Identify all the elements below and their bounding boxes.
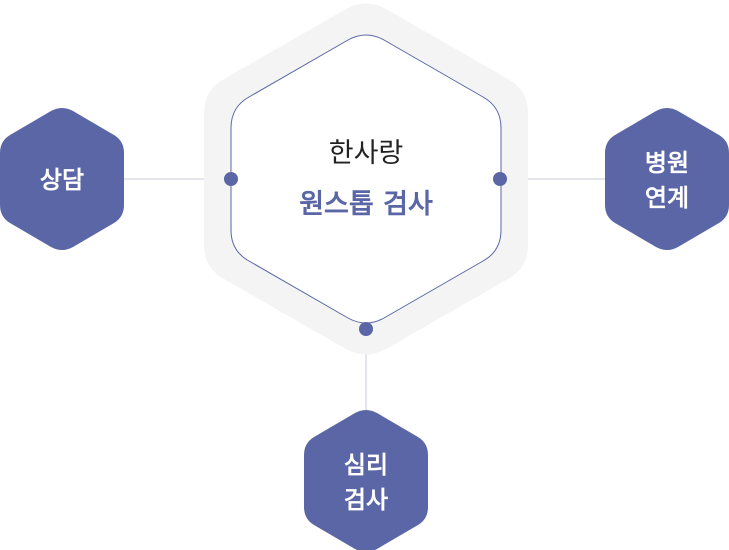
node-label-bottom-line1: 심리 <box>344 451 388 479</box>
node-label-right-line1: 병원 <box>645 149 689 177</box>
center-hexagon <box>230 34 502 324</box>
connector-dot-left <box>224 172 238 186</box>
node-hexagon-bottom <box>304 410 428 550</box>
node-label-right-line2: 연계 <box>645 184 689 212</box>
connector-dot-bottom <box>359 322 373 336</box>
center-title-line2: 원스톱 검사 <box>299 189 433 220</box>
node-hexagon-right <box>605 108 729 250</box>
node-label-bottom-line2: 검사 <box>344 486 388 514</box>
node-hexagon-left <box>0 108 124 250</box>
node-label-left: 상담 <box>40 166 84 194</box>
center-title-line1: 한사랑 <box>329 138 404 169</box>
connector-dot-right <box>493 172 507 186</box>
